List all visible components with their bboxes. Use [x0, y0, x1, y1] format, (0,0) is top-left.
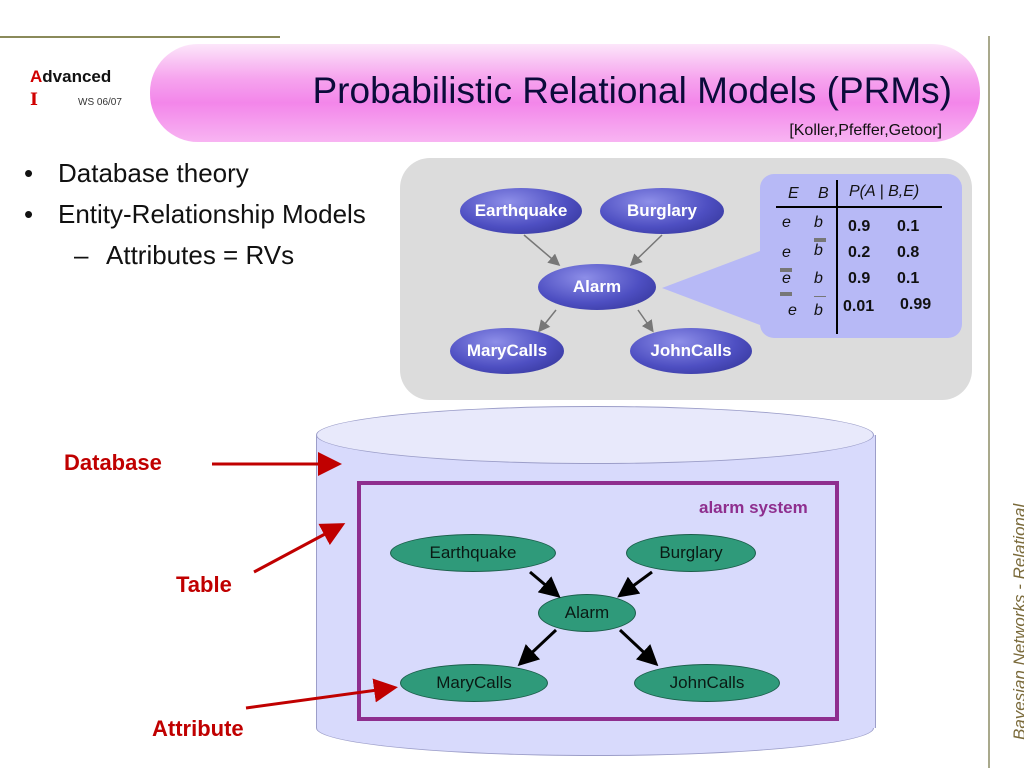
bullet-text: Database theory: [58, 158, 249, 188]
db-node-marycalls: MaryCalls: [400, 664, 548, 702]
db-node-johncalls: JohnCalls: [634, 664, 780, 702]
negation-bar: [780, 292, 792, 296]
database-cylinder-top: [316, 406, 874, 464]
bn-node-johncalls: JohnCalls: [630, 328, 752, 374]
bn-node-marycalls: MaryCalls: [450, 328, 564, 374]
db-node-earthquake: Earthquake: [390, 534, 556, 572]
logo-letter-i: I: [30, 90, 38, 110]
negation-bar: [814, 296, 826, 297]
cpt-cell-p: 0.8: [897, 244, 920, 261]
header-rule: [0, 36, 280, 38]
citation: [Koller,Pfeffer,Getoor]: [789, 122, 942, 139]
bn-edge: [538, 309, 557, 333]
cpt-cell-e: e: [782, 214, 791, 231]
section-side-label: Bayesian Networks - Relational: [1010, 503, 1024, 740]
table-name: alarm system: [699, 498, 808, 517]
cpt-callout: [662, 248, 768, 328]
logo-word-rest: dvanced: [42, 67, 112, 86]
bn-edge: [523, 234, 561, 266]
bn-node-alarm: Alarm: [538, 264, 656, 310]
cpt-cell-b: b: [814, 302, 823, 319]
title-band: [150, 44, 980, 142]
cpt-cell-p: 0.1: [897, 270, 920, 287]
db-node-alarm: Alarm: [538, 594, 636, 632]
logo: Advanced: [30, 66, 111, 88]
cpt-cell-b: b: [814, 242, 823, 259]
cpt-cell-e: e: [782, 270, 791, 287]
cpt-cell-p: 0.1: [897, 218, 920, 235]
bn-edge: [629, 234, 663, 267]
sub-bullet-item: –Attributes = RVs: [74, 240, 294, 271]
bn-edge: [637, 309, 654, 333]
table-frame: [357, 481, 839, 721]
negation-bar: [814, 238, 826, 242]
cpt-header-b: B: [818, 185, 829, 202]
bullet-mark: •: [24, 199, 34, 229]
right-rule: [988, 36, 990, 768]
bullet-item: • Entity-Relationship Models: [24, 199, 366, 230]
cpt-cell-p: 0.9: [848, 218, 871, 235]
negation-bar: [780, 268, 792, 272]
attribute-label: Attribute: [152, 716, 244, 741]
sub-bullet-mark: –: [74, 240, 89, 270]
cpt-box: [760, 174, 962, 338]
cpt-cell-p: 0.01: [843, 298, 875, 315]
database-label: Database: [64, 450, 162, 475]
table-label: Table: [176, 572, 232, 597]
sub-bullet-text: Attributes = RVs: [106, 240, 295, 270]
term-label: WS 06/07: [78, 97, 122, 108]
bullet-mark: •: [24, 158, 34, 188]
cpt-cell-e: e: [788, 302, 797, 319]
bn-node-earthquake: Earthquake: [460, 188, 582, 234]
logo-letter-a: A: [30, 67, 43, 86]
cpt-cell-b: b: [814, 214, 823, 231]
cpt-header-p: P(A | B,E): [849, 183, 920, 200]
cpt-cell-p: 0.9: [848, 270, 871, 287]
slide-title: Probabilistic Relational Models (PRMs): [312, 70, 953, 111]
cpt-cell-b: b: [814, 270, 823, 287]
db-node-burglary: Burglary: [626, 534, 756, 572]
bullet-text: Entity-Relationship Models: [58, 199, 366, 229]
cpt-cell-e: e: [782, 244, 791, 261]
bn-node-burglary: Burglary: [600, 188, 724, 234]
bullet-item: • Database theory: [24, 158, 249, 189]
cpt-cell-p: 0.2: [848, 244, 871, 261]
cpt-cell-p: 0.99: [900, 296, 932, 313]
cpt-header-e: E: [788, 185, 799, 202]
